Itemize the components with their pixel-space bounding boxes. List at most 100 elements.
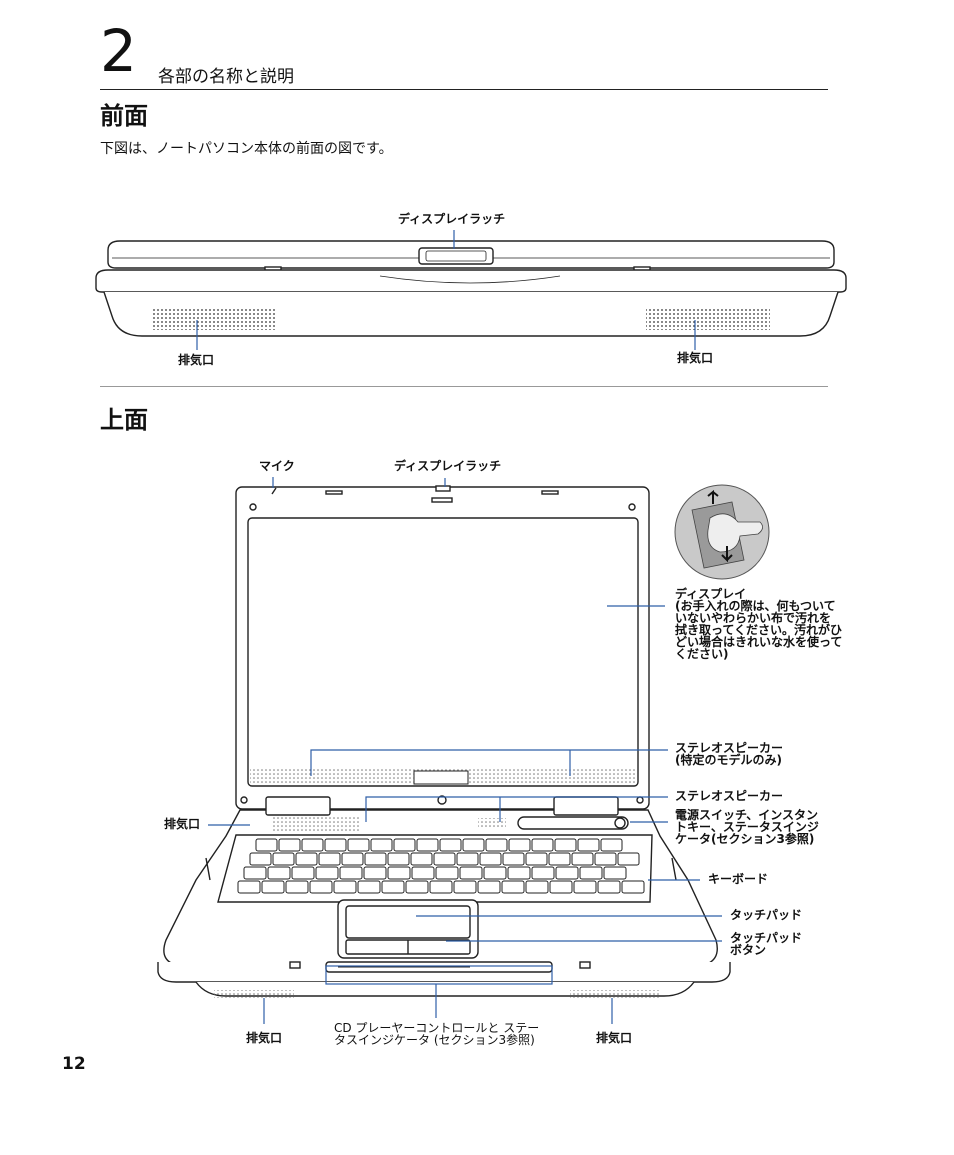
keyboard-key xyxy=(363,866,387,880)
keyboard-key xyxy=(370,838,393,852)
display-label-line: ください) xyxy=(675,647,729,661)
display-label-line: いないやわらかい布で汚れを xyxy=(675,611,832,625)
cd-player-line: タスインジケータ (セクション3参照) xyxy=(334,1033,535,1047)
base-speaker-right xyxy=(478,818,506,828)
keyboard-key xyxy=(309,880,333,894)
keyboard-key xyxy=(577,838,600,852)
keyboard-key xyxy=(411,866,435,880)
keyboard-key xyxy=(301,838,324,852)
front-vent-right xyxy=(646,308,770,330)
keyboard-key xyxy=(597,880,621,894)
chapter-number: 2 xyxy=(100,17,137,85)
bottom-vent-left xyxy=(214,990,294,998)
keyboard-key xyxy=(405,880,429,894)
keyboard-key xyxy=(485,838,508,852)
top-section-title: 上面 xyxy=(100,406,148,434)
chapter-title: 各部の名称と説明 xyxy=(158,67,294,87)
front-section-title: 前面 xyxy=(100,102,148,130)
keyboard-key xyxy=(621,880,645,894)
keyboard-key xyxy=(579,866,603,880)
keyboard-label: キーボード xyxy=(708,872,769,886)
keyboard-key xyxy=(502,852,525,866)
front-vent-left-label: 排気口 xyxy=(178,353,215,367)
keyboard-key xyxy=(324,838,347,852)
keyboard-key xyxy=(255,838,278,852)
keyboard-key xyxy=(439,838,462,852)
keyboard-key xyxy=(573,880,597,894)
top-view-lid xyxy=(235,485,650,810)
header-rule xyxy=(100,89,828,90)
cd-player-label: CD プレーヤーコントロールと ステー タスインジケータ (セクション3参照) xyxy=(334,1022,539,1046)
bottom-vent-right-label: 排気口 xyxy=(596,1031,633,1045)
side-vent-label: 排気口 xyxy=(164,817,201,831)
keyboard-key xyxy=(501,880,525,894)
front-leader-lines xyxy=(196,230,696,350)
keyboard-key xyxy=(603,866,627,880)
keyboard-key xyxy=(243,866,267,880)
bottom-vent-left-label: 排気口 xyxy=(246,1031,283,1045)
page-number: 12 xyxy=(62,1054,86,1074)
keyboard-key xyxy=(548,852,571,866)
touchpad-buttons-label: タッチパッド ボタン xyxy=(730,932,802,956)
keyboard-key xyxy=(416,838,439,852)
stereo-speaker-model-label: ステレオスピーカー (特定のモデルのみ) xyxy=(675,742,783,766)
keyboard-key xyxy=(278,838,301,852)
mic-label: マイク xyxy=(259,459,295,473)
front-vent-right-label: 排気口 xyxy=(677,351,714,365)
keyboard-key xyxy=(267,866,291,880)
keyboard-key xyxy=(295,852,318,866)
stereo-speaker-model-line: (特定のモデルのみ) xyxy=(675,753,782,767)
front-view-laptop xyxy=(95,240,847,337)
top-leader-lines xyxy=(208,477,722,1024)
front-display-latch-label: ディスプレイラッチ xyxy=(398,212,506,226)
keyboard-key xyxy=(339,866,363,880)
keyboard-key xyxy=(525,880,549,894)
keyboard-key xyxy=(291,866,315,880)
keyboard-key xyxy=(357,880,381,894)
keyboard-key xyxy=(435,866,459,880)
power-switch-line: ケータ(セクション3参照) xyxy=(675,832,815,846)
keyboard-key xyxy=(531,866,555,880)
keyboard-key xyxy=(617,852,640,866)
keyboard-key xyxy=(477,880,501,894)
touchpad-label: タッチパッド xyxy=(730,908,803,922)
power-switch-line: トキー、ステータスインジ xyxy=(675,820,819,834)
keyboard-key xyxy=(525,852,548,866)
cd-player-line: CD プレーヤーコントロールと ステー xyxy=(334,1021,540,1035)
keyboard-key xyxy=(483,866,507,880)
front-vent-left xyxy=(152,308,276,330)
stereo-speaker-model-line: ステレオスピーカー xyxy=(675,741,784,755)
keyboard-key xyxy=(571,852,594,866)
keyboard-key xyxy=(456,852,479,866)
power-switch-line: 電源スイッチ、インスタン xyxy=(675,808,819,822)
keyboard-key xyxy=(285,880,309,894)
touchpad-buttons-line: タッチパッド xyxy=(730,931,803,945)
keyboard-key xyxy=(554,838,577,852)
base-speaker-left xyxy=(272,817,360,831)
display-label: ディスプレイ (お手入れの際は、何もついて いないやわらかい布で汚れを 拭き取っ… xyxy=(675,588,842,660)
bottom-vent-right xyxy=(570,990,660,998)
keyboard-key xyxy=(479,852,502,866)
section-divider xyxy=(100,386,828,387)
keyboard-key xyxy=(387,866,411,880)
keyboard-key xyxy=(237,880,261,894)
touchpad-buttons-line: ボタン xyxy=(730,943,767,957)
display-label-line: 拭き取ってください。汚れがひ xyxy=(675,623,843,637)
keyboard-key xyxy=(272,852,295,866)
keyboard-key xyxy=(318,852,341,866)
keyboard-key xyxy=(315,866,339,880)
keyboard-keys xyxy=(237,838,645,894)
display-label-line: どい場合はきれいな水を使って xyxy=(675,635,843,649)
top-display-latch-label: ディスプレイラッチ xyxy=(394,459,502,473)
keyboard-key xyxy=(429,880,453,894)
keyboard-key xyxy=(549,880,573,894)
keyboard-key xyxy=(249,852,272,866)
keyboard-key xyxy=(508,838,531,852)
keyboard-key xyxy=(347,838,370,852)
stereo-speaker-label: ステレオスピーカー xyxy=(675,789,784,803)
keyboard-key xyxy=(364,852,387,866)
keyboard-key xyxy=(410,852,433,866)
display-label-line: ディスプレイ xyxy=(675,587,747,601)
display-label-line: (お手入れの際は、何もついて xyxy=(675,599,836,613)
